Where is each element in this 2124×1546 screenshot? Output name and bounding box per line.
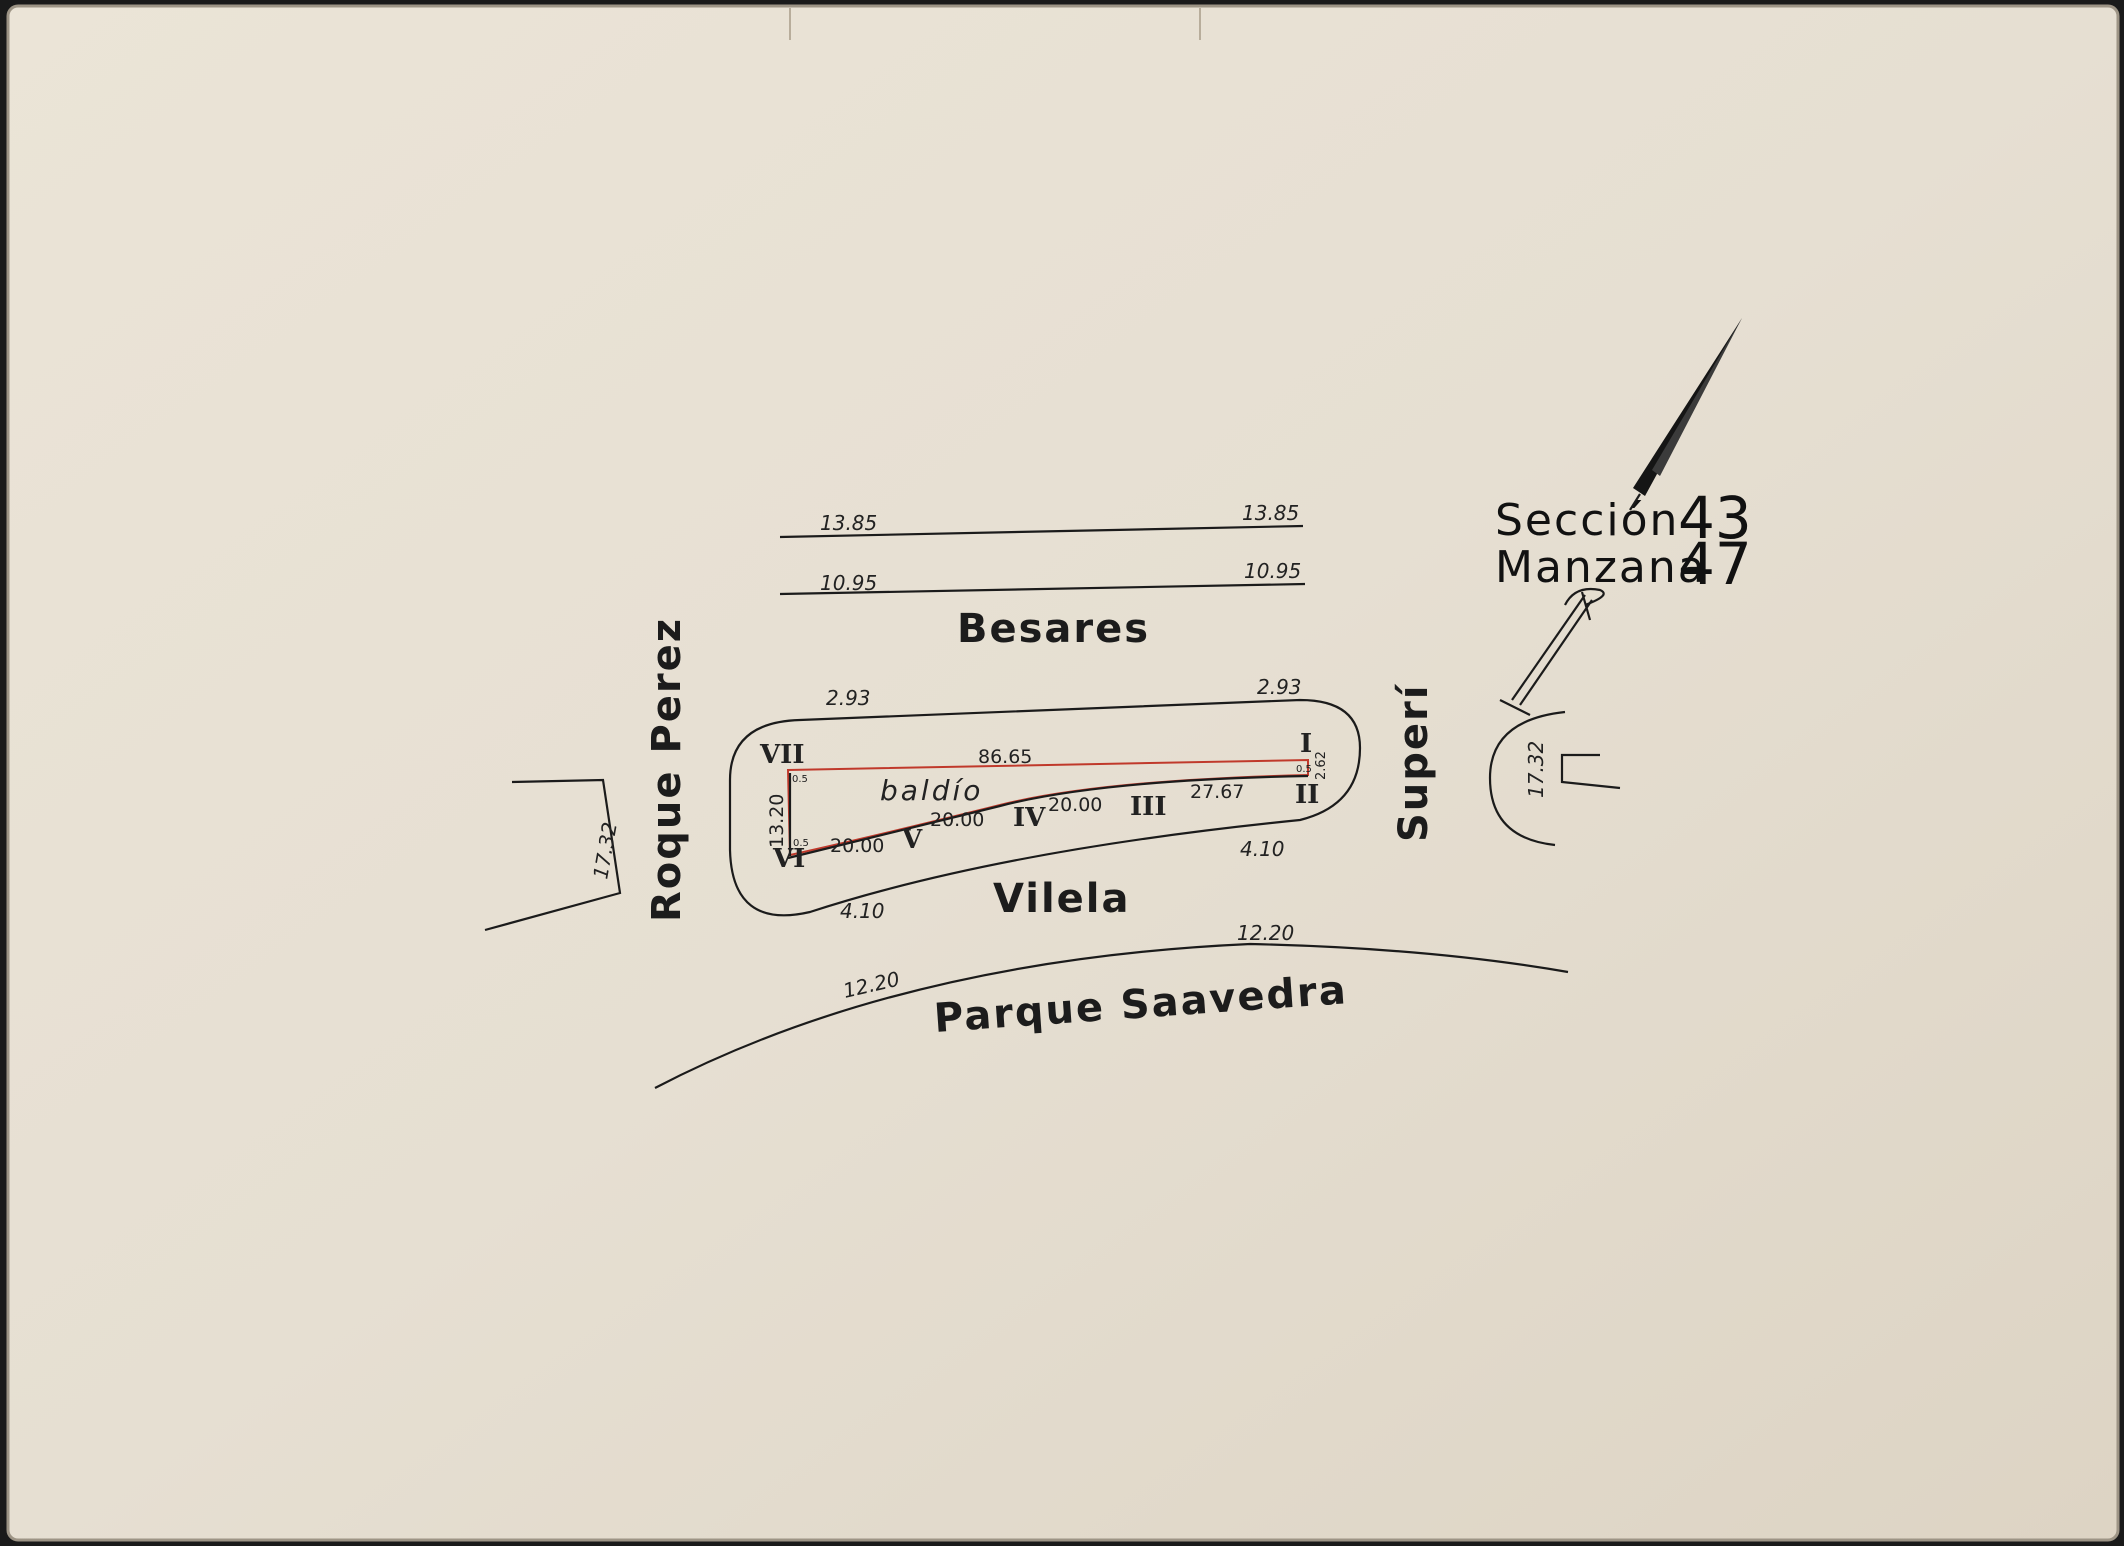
lot-marker: VII (759, 740, 805, 770)
right-block-inner (1560, 753, 1621, 790)
lot-segment-4: 27.67 (1190, 781, 1244, 803)
dim-top-left: 13.85 (820, 511, 877, 535)
dim-block-top-left: 2.93 (826, 686, 871, 710)
lot-corner-small: 0.5 (1296, 764, 1312, 775)
lot-segment-3: 20.00 (1048, 794, 1102, 816)
dim-right-block: 17.32 (1524, 741, 1548, 798)
lot-right-height: 2.62 (1314, 751, 1329, 780)
dim-second-right: 10.95 (1244, 559, 1301, 583)
street-roque-perez: Roque Perez (644, 617, 690, 922)
section-label: Sección (1495, 495, 1679, 546)
lot-marker: VI (772, 844, 805, 874)
lot-label: baldío (880, 774, 983, 807)
dim-park-right: 12.20 (1237, 921, 1294, 945)
besares-line-second (779, 582, 1306, 596)
parque-saavedra-line (654, 942, 1569, 1089)
block-label: Manzana (1495, 542, 1707, 593)
lot-segment-1: 20.00 (830, 835, 884, 857)
paper-background (8, 6, 2118, 1540)
lot-marker: IV (1013, 803, 1046, 833)
dim-second-left: 10.95 (820, 571, 877, 595)
lot-segment-2: 20.00 (930, 809, 984, 831)
section-number: 43 (1678, 484, 1752, 552)
dim-block-bottom-left: 4.10 (840, 899, 885, 923)
lot-left-height: 13.20 (766, 794, 788, 848)
dim-block-top-right: 2.93 (1257, 675, 1302, 699)
lot-corner-small: 0.5 (793, 838, 809, 849)
street-superi: Superí (1391, 683, 1437, 842)
dim-top-right: 13.85 (1242, 501, 1299, 525)
street-vilela: Vilela (993, 876, 1131, 922)
lot-marker: I (1300, 729, 1312, 759)
left-block-outline (484, 778, 622, 932)
right-block-outline (1488, 710, 1566, 847)
block-outline (728, 698, 1362, 917)
street-besares: Besares (957, 606, 1150, 652)
dim-block-bottom-right: 4.10 (1240, 837, 1285, 861)
north-arrow-icon (1499, 318, 1742, 716)
paper-edge (6, 4, 2120, 1542)
block-number: 47 (1678, 530, 1752, 598)
lot-marker: V (901, 825, 923, 855)
lot-front-line (787, 774, 1309, 860)
lot-marker: II (1295, 780, 1319, 810)
lot-top-length: 86.65 (978, 746, 1032, 768)
besares-line-top (779, 524, 1304, 539)
lot-corner-small: 0.5 (792, 774, 808, 785)
lot-marker: III (1130, 792, 1167, 822)
